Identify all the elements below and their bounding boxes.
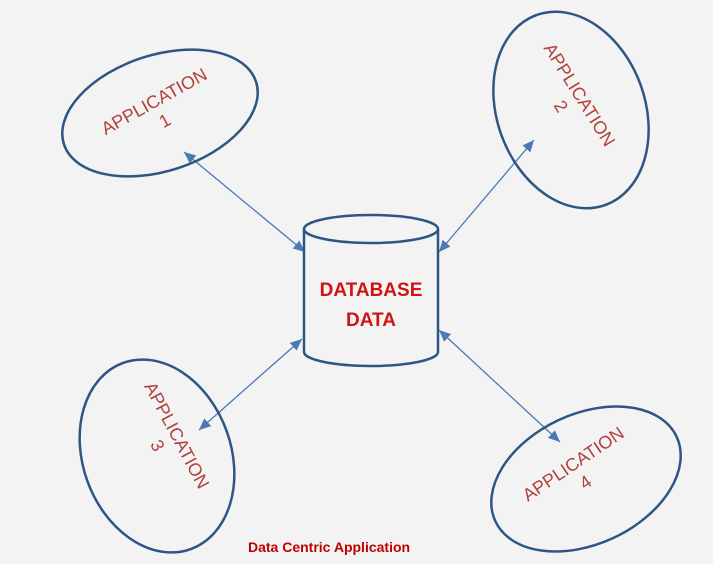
- application-2-label-line1: APPLICATION: [540, 39, 619, 149]
- connector-app2-db: [438, 139, 535, 253]
- application-1-label-line2: 1: [156, 110, 174, 132]
- application-2-ellipse: [492, 10, 650, 210]
- application-1-label-line1: APPLICATION: [98, 64, 211, 139]
- database-cylinder-top: [302, 213, 440, 245]
- diagram-caption: Data Centric Application: [248, 539, 411, 555]
- application-4-label-line1: APPLICATION: [519, 423, 628, 505]
- application-3-label-line2: 3: [146, 437, 168, 455]
- application-3-ellipse: [78, 358, 236, 554]
- application-4-label-line2: 4: [576, 471, 595, 493]
- application-1-ellipse: [61, 48, 259, 178]
- connector-app4-db: [438, 329, 561, 443]
- database-label-line2: DATA: [346, 310, 396, 331]
- application-4-node: APPLICATION 4: [490, 405, 682, 553]
- application-1-node: APPLICATION 1: [61, 48, 259, 178]
- database-label-line1: DATABASE: [320, 280, 423, 301]
- connector-app1-db: [183, 151, 306, 253]
- application-2-node: APPLICATION 2: [492, 10, 650, 210]
- connector-app3-db: [198, 338, 303, 431]
- database-node: DATABASE DATA: [302, 213, 440, 368]
- application-4-ellipse: [490, 405, 682, 553]
- database-cylinder-body: [302, 229, 440, 368]
- application-3-label-line1: APPLICATION: [140, 379, 213, 492]
- application-2-label-line2: 2: [550, 97, 572, 116]
- application-3-node: APPLICATION 3: [78, 358, 236, 554]
